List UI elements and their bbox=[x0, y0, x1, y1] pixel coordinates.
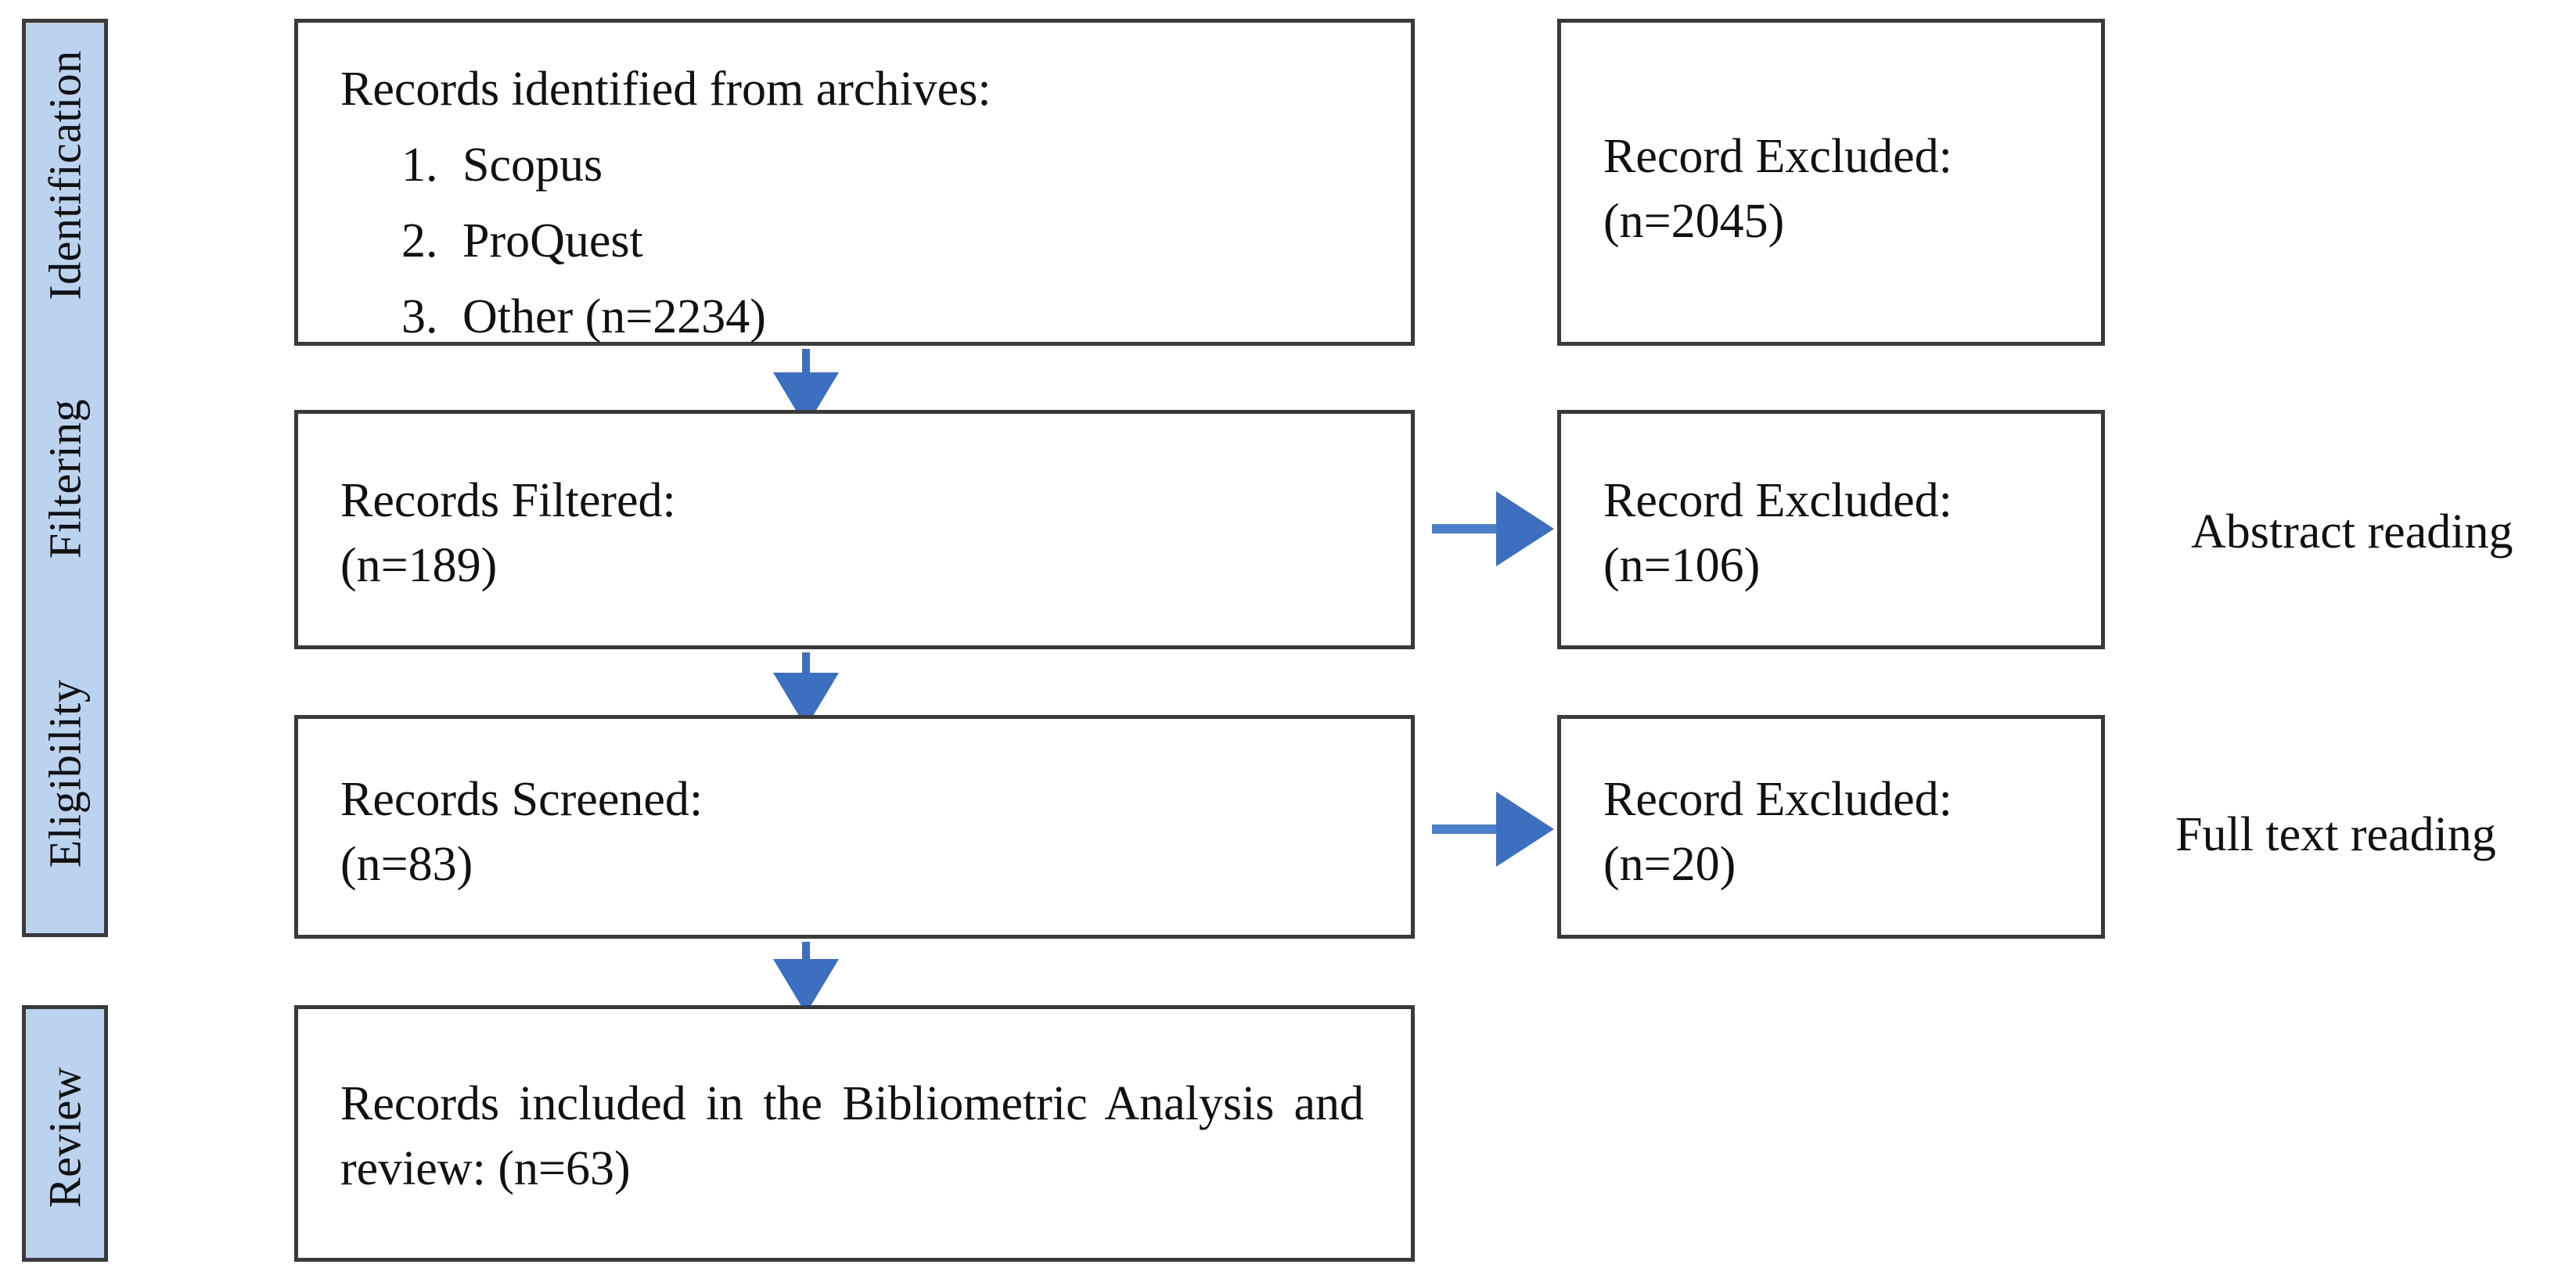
list-item: 2. ProQuest bbox=[340, 209, 1380, 274]
record-excluded-label: Record Excluded: bbox=[1603, 130, 1952, 183]
annotation-abstract-reading: Abstract reading bbox=[2191, 505, 2513, 559]
record-excluded-106-content: Record Excluded: (n=106) bbox=[1603, 469, 2070, 598]
box-records-filtered: Records Filtered: (n=189) bbox=[294, 410, 1415, 649]
stage-label-eligibility: Eligibility bbox=[39, 679, 91, 868]
records-screened-label: Records Screened: bbox=[340, 773, 703, 826]
record-excluded-count: (n=20) bbox=[1603, 838, 1736, 892]
source-name: Scopus bbox=[462, 138, 603, 192]
stage-label-identification: Identification bbox=[39, 50, 91, 300]
record-excluded-label: Record Excluded: bbox=[1603, 773, 1952, 826]
box-record-excluded-2045: Record Excluded: (n=2045) bbox=[1557, 19, 2105, 346]
record-excluded-2045-content: Record Excluded: (n=2045) bbox=[1603, 124, 2070, 254]
source-name: Other (n=2234) bbox=[462, 290, 766, 344]
box-record-excluded-20: Record Excluded: (n=20) bbox=[1557, 715, 2105, 939]
records-screened-count: (n=83) bbox=[340, 838, 473, 892]
records-included-text: Records included in the Bibliometric Ana… bbox=[340, 1077, 1364, 1196]
source-number: 2. bbox=[401, 214, 438, 268]
archive-source-list: 1. Scopus 2. ProQuest 3. Other (n=2234) bbox=[340, 133, 1380, 350]
records-filtered-label: Records Filtered: bbox=[340, 474, 676, 527]
list-item: 1. Scopus bbox=[340, 133, 1380, 198]
record-excluded-20-content: Record Excluded: (n=20) bbox=[1603, 767, 2070, 897]
records-screened-content: Records Screened: (n=83) bbox=[340, 767, 1380, 897]
records-filtered-count: (n=189) bbox=[340, 539, 498, 593]
record-excluded-count: (n=106) bbox=[1603, 539, 1761, 593]
record-excluded-label: Record Excluded: bbox=[1603, 474, 1952, 527]
box-records-included: Records included in the Bibliometric Ana… bbox=[294, 1005, 1415, 1262]
records-identified-heading: Records identified from archives: bbox=[340, 63, 991, 116]
records-filtered-content: Records Filtered: (n=189) bbox=[340, 469, 1380, 598]
box-records-identified: Records identified from archives: 1. Sco… bbox=[294, 19, 1415, 346]
list-item: 3. Other (n=2234) bbox=[340, 285, 1380, 350]
box-records-screened: Records Screened: (n=83) bbox=[294, 715, 1415, 939]
stage-label-review: Review bbox=[39, 1066, 91, 1209]
source-number: 1. bbox=[401, 138, 438, 192]
box-record-excluded-106: Record Excluded: (n=106) bbox=[1557, 410, 2105, 649]
source-number: 3. bbox=[401, 290, 438, 344]
stage-band-identification-filtering-eligibility: Identification Filtering Eligibility bbox=[22, 19, 108, 937]
annotation-full-text-reading: Full text reading bbox=[2175, 808, 2496, 861]
records-identified-content: Records identified from archives: 1. Sco… bbox=[340, 57, 1380, 350]
stage-band-review: Review bbox=[22, 1005, 108, 1262]
source-name: ProQuest bbox=[462, 214, 643, 268]
stage-label-filtering: Filtering bbox=[39, 398, 91, 559]
record-excluded-count: (n=2045) bbox=[1603, 195, 1785, 249]
